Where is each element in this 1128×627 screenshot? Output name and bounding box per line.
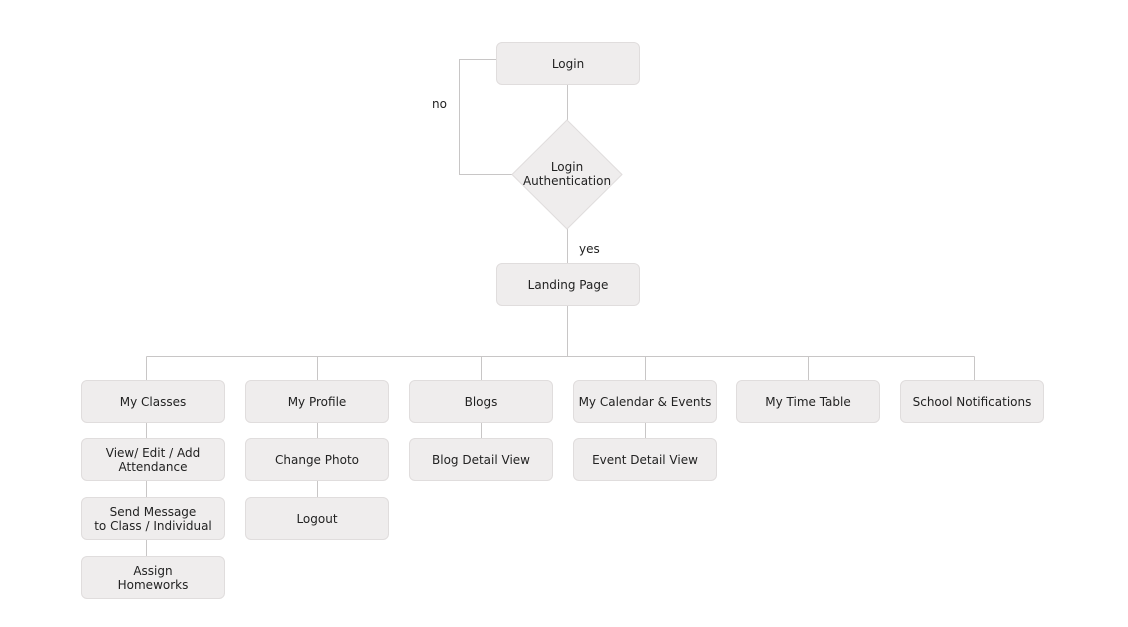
node-login-authentication: Login Authentication	[522, 160, 612, 188]
node-blog-detail-view: Blog Detail View	[409, 438, 553, 481]
node-change-photo: Change Photo	[245, 438, 389, 481]
node-my-classes: My Classes	[81, 380, 225, 423]
node-my-calendar-events: My Calendar & Events	[573, 380, 717, 423]
node-assign-homeworks: Assign Homeworks	[81, 556, 225, 599]
node-event-detail-view: Event Detail View	[573, 438, 717, 481]
decision-diamond	[511, 119, 623, 230]
node-school-notifications: School Notifications	[900, 380, 1044, 423]
node-send-message: Send Message to Class / Individual	[81, 497, 225, 540]
edge-authentication-no-loop	[459, 59, 512, 175]
edge-label-no: no	[432, 97, 447, 111]
node-landing-page: Landing Page	[496, 263, 640, 306]
edge-label-yes: yes	[579, 242, 600, 256]
node-view-edit-add-attendance: View/ Edit / Add Attendance	[81, 438, 225, 481]
node-logout: Logout	[245, 497, 389, 540]
node-blogs: Blogs	[409, 380, 553, 423]
node-my-time-table: My Time Table	[736, 380, 880, 423]
node-login: Login	[496, 42, 640, 85]
node-my-profile: My Profile	[245, 380, 389, 423]
